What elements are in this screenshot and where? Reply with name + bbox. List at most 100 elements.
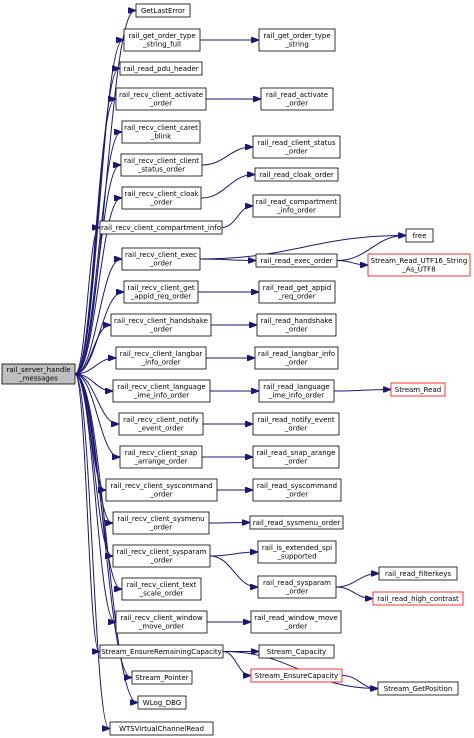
node-rail-read-sysmenu-order[interactable]: rail_read_sysmenu_order	[249, 515, 344, 530]
node-label: WLog_DBG	[143, 699, 181, 707]
node-box	[258, 644, 335, 659]
node-rail-recv-client-text-scale-order[interactable]: rail_recv_client_text_scale_order	[121, 577, 202, 601]
node-label: rail_recv_client_client	[124, 157, 199, 165]
node-rail-recv-client-snap-arrange-order[interactable]: rail_recv_client_snap_arrange_order	[119, 445, 203, 469]
edge-n14-to-n15	[199, 236, 405, 260]
node-rail-read-filterkeys[interactable]: rail_read_filterkeys	[378, 566, 458, 581]
node-getlasterror[interactable]: GetLastError	[135, 3, 191, 18]
node-rail-recv-client-handshake-order[interactable]: rail_recv_client_handshake_order	[110, 313, 212, 337]
node-rail-recv-client-exec-order[interactable]: rail_recv_client_exec_order	[121, 247, 201, 271]
edge-root-to-n14	[74, 259, 121, 375]
node-stream-getposition[interactable]: Stream_GetPosition	[377, 681, 459, 696]
node-wlog-dbg[interactable]: WLog_DBG	[137, 695, 187, 710]
node-rail-recv-client-get-appid-req-order[interactable]: rail_recv_client_get_appid_req_order	[123, 280, 199, 304]
node-box	[258, 280, 336, 304]
edge-root-to-n10	[74, 198, 121, 375]
node-rail-read-compartment-info-order[interactable]: rail_read_compartment_info_order	[252, 194, 341, 218]
node-rail-recv-client-language-ime-info-order[interactable]: rail_recv_client_language_ime_info_order	[112, 379, 211, 403]
node-box	[121, 577, 202, 601]
node-label: Stream_GetPosition	[384, 685, 453, 693]
node-rail-read-client-status-order[interactable]: rail_read_client_status_order	[252, 135, 341, 159]
node-rail-recv-client-activate-order[interactable]: rail_recv_client_activate_order	[115, 87, 207, 111]
node-label: Stream_Read_UTF16_String	[371, 257, 468, 265]
node-label: GetLastError	[141, 7, 185, 15]
node-rail-get-order-type-string-full[interactable]: rail_get_order_type_string_full	[123, 28, 201, 52]
node-rail-read-get-appid-req-order[interactable]: rail_read_get_appid_req_order	[258, 280, 336, 304]
node-stream-capacity[interactable]: Stream_Capacity	[258, 644, 335, 659]
node-rail-recv-client-syscommand-order[interactable]: rail_recv_client_syscommand_order	[105, 478, 218, 502]
node-box	[119, 445, 203, 469]
node-rail-recv-client-notify-event-order[interactable]: rail_recv_client_notify_event_order	[118, 412, 204, 436]
node-rail-read-langbar-info-order[interactable]: rail_read_langbar_info_order	[254, 346, 339, 370]
node-wtsvirtualchannelread[interactable]: WTSVirtualChannelRead	[109, 721, 214, 736]
node-label: _arrange_order	[133, 458, 187, 466]
node-label: _ime_info_order	[133, 392, 189, 400]
edge-n35-to-n37	[209, 555, 257, 587]
node-rail-recv-client-caret-blink[interactable]: rail_recv_client_caret_blink	[121, 120, 201, 144]
edge-n45-to-n46	[341, 675, 377, 689]
node-stream-ensureremainingcapacity[interactable]: Stream_EnsureRemainingCapacity	[99, 644, 224, 659]
node-rail-recv-client-cloak-order[interactable]: rail_recv_client_cloak_order	[121, 186, 202, 210]
node-box	[377, 681, 459, 696]
edge-root-to-n49	[74, 373, 109, 729]
node-rail-read-syscommand-order[interactable]: rail_read_syscommand_order	[252, 478, 342, 502]
node-label: _messages	[18, 375, 58, 383]
node-label: rail_recv_client_exec	[125, 251, 197, 259]
node-label: rail_recv_client_language	[117, 383, 205, 391]
node-rail-recv-client-sysmenu-order[interactable]: rail_recv_client_sysmenu_order	[112, 511, 210, 535]
node-rail-read-exec-order[interactable]: rail_read_exec_order	[255, 253, 338, 268]
node-rail-recv-client-langbar-info-order[interactable]: rail_recv_client_langbar_info_order	[115, 346, 207, 370]
node-box	[258, 28, 336, 52]
node-box	[1, 363, 76, 385]
node-rail-read-language-ime-info-order[interactable]: rail_read_language_ime_info_order	[258, 379, 335, 403]
node-label: rail_read_pdu_header	[123, 65, 198, 73]
node-label: rail_read_high_contrast	[377, 595, 459, 603]
node-box	[109, 721, 214, 736]
node-box	[112, 379, 211, 403]
node-rail-read-pdu-header[interactable]: rail_read_pdu_header	[119, 61, 203, 76]
node-label: _info_order	[276, 207, 316, 215]
node-stream-read[interactable]: Stream_Read	[390, 382, 446, 397]
node-stream-pointer[interactable]: Stream_Pointer	[131, 670, 193, 685]
node-label: _order	[284, 148, 307, 156]
node-stream-read-utf16-string-as-utf8[interactable]: Stream_Read_UTF16_String_As_UTF8	[367, 253, 471, 277]
node-label: rail_read_notify_event	[257, 416, 334, 424]
edge-root-to-n8	[74, 165, 120, 375]
node-label: rail_read_sysparam	[263, 579, 331, 587]
node-rail-read-high-contrast[interactable]: rail_read_high_contrast	[372, 591, 464, 606]
node-rail-recv-client-compartment-info[interactable]: rail_recv_client_compartment_info	[99, 220, 223, 235]
edge-root-to-n48	[74, 373, 137, 703]
node-box	[252, 478, 342, 502]
node-rail-recv-client-client-status-order[interactable]: rail_recv_client_client_status_order	[120, 153, 203, 177]
node-rail-is-extended-spi-supported[interactable]: rail_is_extended_spi_supported	[257, 540, 337, 564]
node-rail-read-notify-event-order[interactable]: rail_read_notify_event_order	[252, 412, 340, 436]
edge-n12-to-n13	[221, 206, 252, 228]
node-label: rail_read_exec_order	[260, 257, 332, 265]
node-label: rail_recv_client_snap	[125, 449, 198, 457]
edges-layer	[74, 11, 405, 729]
node-rail-read-handshake-order[interactable]: rail_read_handshake_order	[256, 313, 337, 337]
node-rail-read-cloak-order[interactable]: rail_read_cloak_order	[254, 167, 339, 182]
node-rail-read-activate-order[interactable]: rail_read_activate_order	[260, 87, 334, 111]
edge-root-to-n43	[74, 373, 99, 652]
node-label: rail_recv_client_sysparam	[117, 548, 207, 556]
node-label: rail_read_client_status	[257, 139, 335, 147]
node-stream-ensurecapacity[interactable]: Stream_EnsureCapacity	[250, 668, 343, 683]
node-label: rail_recv_client_notify	[123, 416, 199, 424]
node-label: rail_recv_client_syscommand	[110, 482, 212, 490]
node-label: rail_read_filterkeys	[385, 570, 451, 578]
node-rail-recv-client-sysparam-order[interactable]: rail_recv_client_sysparam_order	[112, 544, 211, 568]
node-box	[258, 379, 335, 403]
node-box	[260, 87, 334, 111]
node-label: _appid_req_order	[130, 293, 191, 301]
node-box	[115, 87, 207, 111]
node-label: rail_get_order_type	[128, 32, 195, 40]
node-rail-get-order-type-string[interactable]: rail_get_order_type_string	[258, 28, 336, 52]
node-rail-read-snap-arange-order[interactable]: rail_read_snap_arange_order	[252, 445, 340, 469]
node-free[interactable]: free	[405, 228, 434, 243]
node-rail-server-handle-messages[interactable]: rail_server_handle_messages	[1, 363, 76, 385]
node-rail-recv-client-window-move-order[interactable]: rail_recv_client_window_move_order	[115, 610, 208, 634]
node-rail-read-sysparam-order[interactable]: rail_read_sysparam_order	[257, 575, 337, 599]
node-label: _blink	[150, 133, 172, 141]
node-rail-read-window-move-order[interactable]: rail_read_window_move_order	[250, 610, 342, 634]
